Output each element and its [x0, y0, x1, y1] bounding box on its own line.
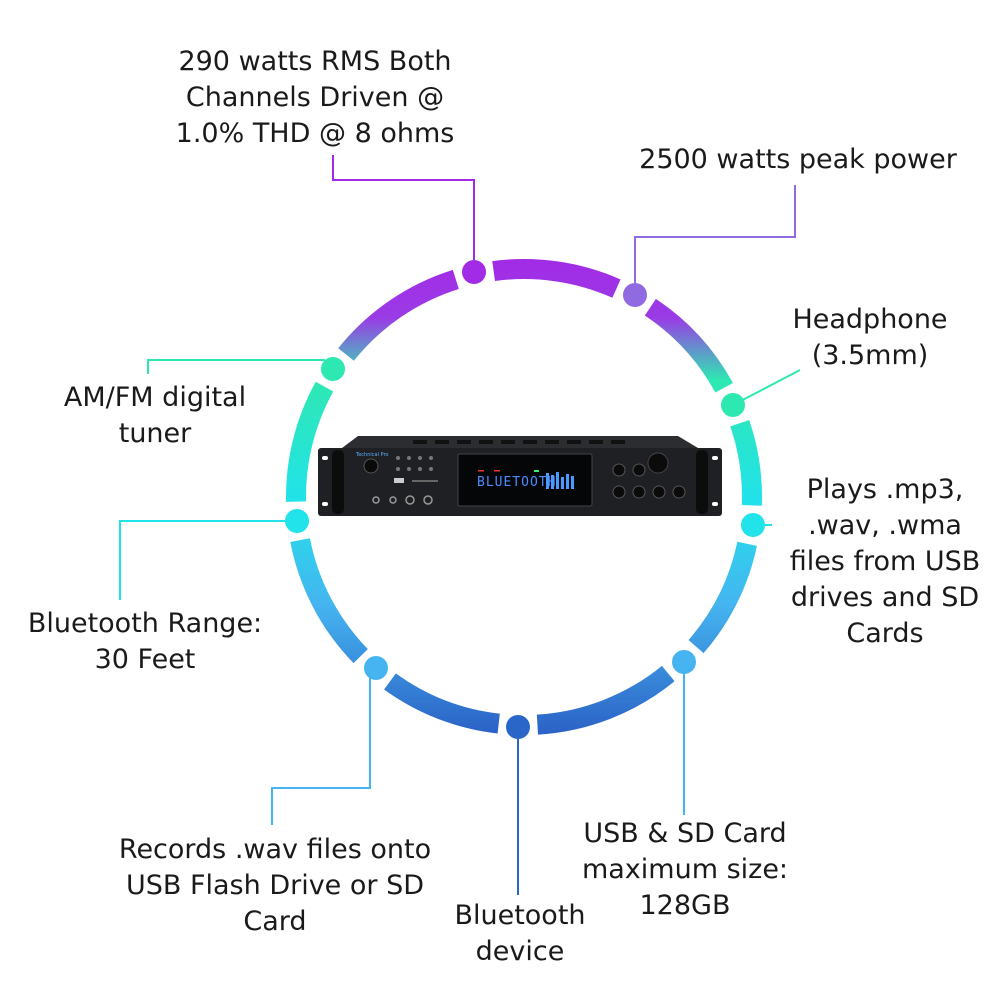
label-usb-sd-size: USB & SD Card maximum size: 128GB [560, 816, 810, 924]
feature-dot [623, 283, 647, 307]
leader-line [634, 185, 796, 283]
label-line: (3.5mm) [811, 340, 929, 371]
label-line: .wav, .wma [808, 510, 962, 541]
label-line: Plays .mp3, [806, 474, 964, 505]
label-line: USB Flash Drive or SD [125, 870, 425, 901]
label-line: Bluetooth [454, 900, 586, 931]
label-line: AM/FM digital [63, 382, 247, 413]
label-line: 290 watts RMS Both [178, 46, 452, 77]
label-line: Headphone [792, 304, 948, 335]
leader-line [271, 675, 371, 825]
ring-segment [536, 665, 675, 735]
feature-dot [364, 656, 388, 680]
label-line: 2500 watts peak power [639, 144, 957, 175]
ring-segment [492, 259, 621, 298]
ring-segment [688, 541, 757, 654]
label-line: 128GB [639, 890, 731, 921]
label-formats: Plays .mp3, .wav, .wma files from USB dr… [775, 472, 995, 652]
label-line: Records .wav files onto [118, 834, 432, 865]
leader-line [147, 359, 325, 374]
label-line: tuner [118, 418, 192, 449]
label-line: 1.0% THD @ 8 ohms [175, 118, 455, 149]
feature-dot [321, 357, 345, 381]
label-line: drives and SD [790, 582, 980, 613]
label-tuner: AM/FM digital tuner [40, 380, 270, 452]
label-bluetooth-device: Bluetooth device [430, 898, 610, 970]
label-line: Cards [846, 618, 924, 649]
ring-segment [290, 538, 368, 664]
label-peak-power: 2500 watts peak power [608, 142, 988, 178]
label-line: Card [243, 906, 307, 937]
label-bluetooth-range: Bluetooth Range: 30 Feet [0, 606, 290, 678]
label-line: Channels Driven @ [185, 82, 445, 113]
leader-line [332, 155, 475, 260]
ring-segment [730, 419, 762, 506]
label-line: 30 Feet [94, 644, 196, 675]
label-headphone: Headphone (3.5mm) [770, 302, 970, 374]
svg-text:Technical Pro: Technical Pro [355, 452, 388, 458]
label-line: files from USB [789, 546, 981, 577]
amplifier-image: Technical Pro BLUETOOTH [318, 432, 722, 516]
feature-dot [741, 513, 765, 537]
label-line: Bluetooth Range: [27, 608, 263, 639]
ring-segment [644, 298, 733, 393]
feature-dot [462, 260, 486, 284]
label-records: Records .wav files onto USB Flash Drive … [90, 832, 460, 940]
label-line: device [475, 936, 565, 967]
label-line: USB & SD Card [583, 818, 787, 849]
label-rms-power: 290 watts RMS Both Channels Driven @ 1.0… [150, 44, 480, 152]
feature-dot [672, 650, 696, 674]
ring-segment [338, 269, 459, 361]
leader-line [119, 520, 297, 600]
label-line: maximum size: [581, 854, 789, 885]
feature-dot [721, 393, 745, 417]
ring-segment [384, 673, 500, 734]
feature-dot [285, 509, 309, 533]
ring-segment [286, 381, 334, 502]
feature-dot [506, 715, 530, 739]
display-text: BLUETOOTH [477, 475, 556, 490]
leader-line [732, 369, 801, 406]
